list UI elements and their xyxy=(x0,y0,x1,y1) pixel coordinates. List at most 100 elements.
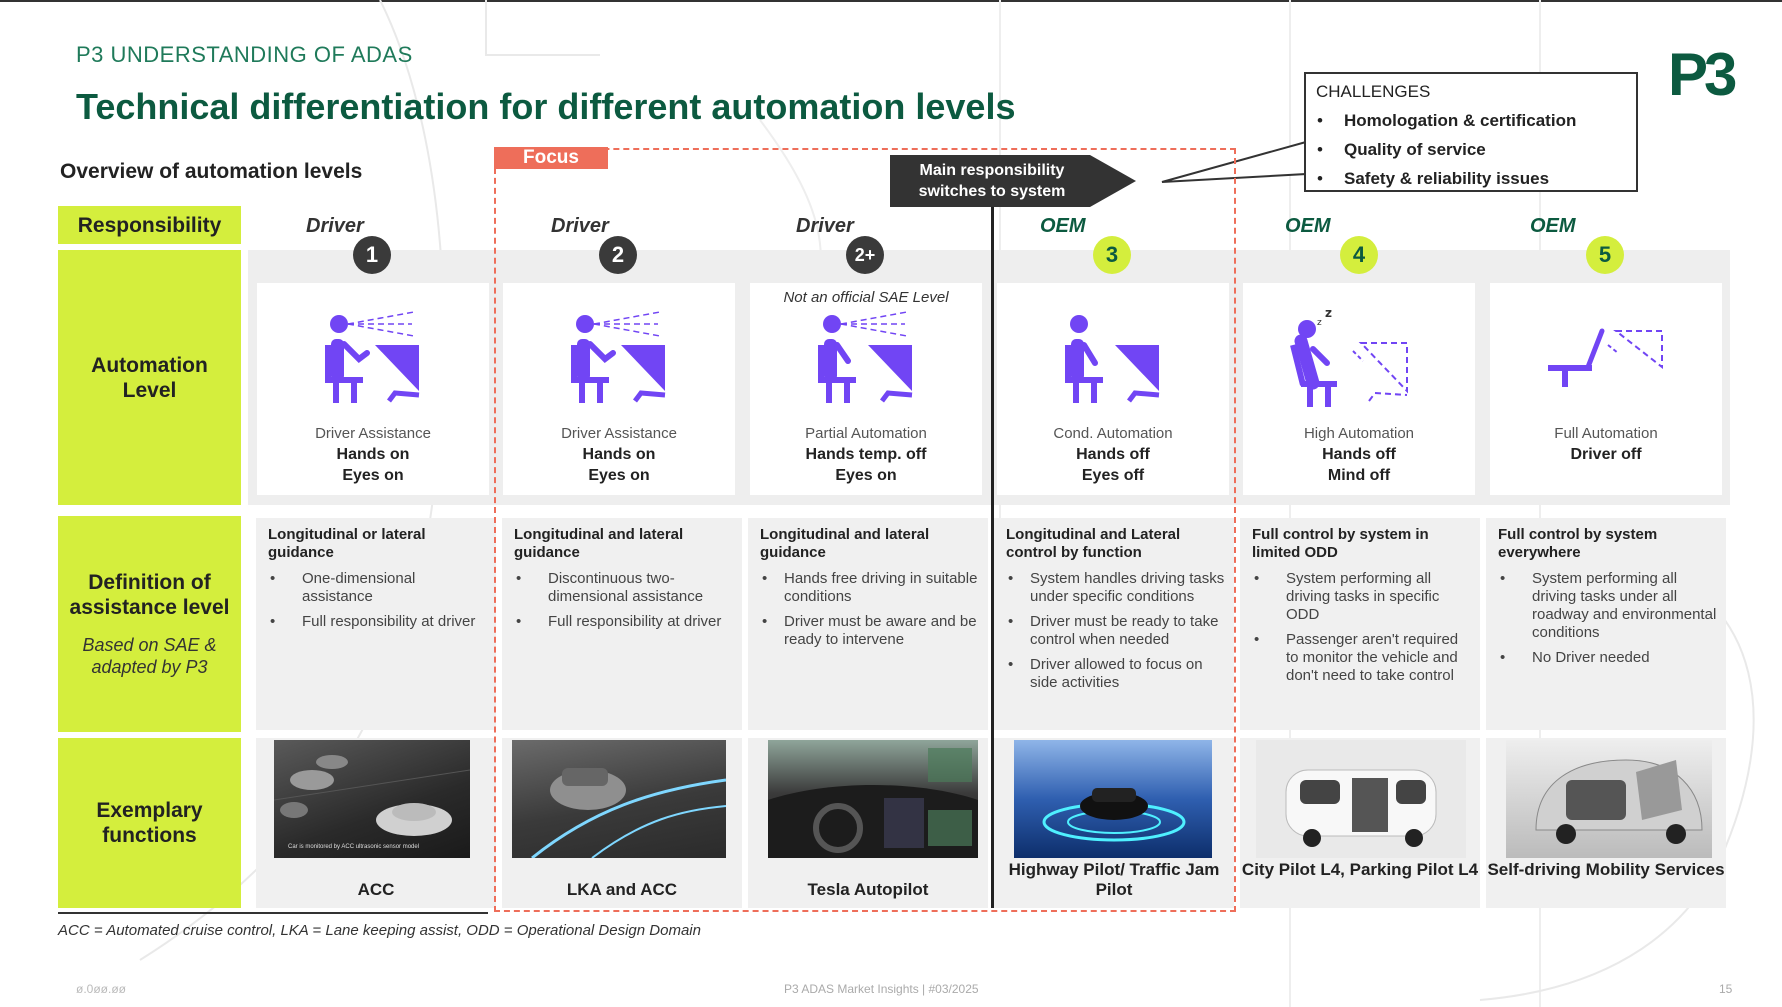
level-title: Partial Automation xyxy=(805,425,927,442)
top-border xyxy=(0,0,1782,2)
level-card: z z High Automation Hands off Mind off xyxy=(1243,283,1475,495)
definition-item: Driver must be ready to take control whe… xyxy=(1006,613,1226,649)
level-card: Cond. Automation Hands off Eyes off xyxy=(997,283,1229,495)
level-note: Not an official SAE Level xyxy=(783,289,949,306)
example-label: Tesla Autopilot xyxy=(807,880,929,899)
level-card: Not an official SAE Level Partial Automa… xyxy=(750,283,982,495)
level-line2: Eyes on xyxy=(835,467,897,484)
definition-title: Longitudinal and lateral guidance xyxy=(514,526,684,561)
responsibility-oem: OEM xyxy=(1285,215,1331,237)
footnote: ACC = Automated cruise control, LKA = La… xyxy=(58,922,701,939)
level-title: Driver Assistance xyxy=(315,425,431,442)
definition-item: No Driver needed xyxy=(1498,649,1718,667)
definition-item: Full responsibility at driver xyxy=(514,613,734,631)
definition-item: System handles driving tasks under speci… xyxy=(1006,570,1226,606)
responsibility-switch-line xyxy=(991,207,994,908)
definition-list: System handles driving tasks under speci… xyxy=(1006,570,1226,692)
definition-item: Passenger aren't required to monitor the… xyxy=(1252,631,1472,685)
overview-label: Overview of automation levels xyxy=(60,160,363,183)
definition-title: Longitudinal and Lateral control by func… xyxy=(1006,526,1181,561)
responsibility-oem: OEM xyxy=(1530,215,1576,237)
level-line1: Hands on xyxy=(582,446,656,463)
acc-photo: Car is monitored by ACC ultrasonic senso… xyxy=(274,740,470,858)
arrow-right-icon xyxy=(890,155,1136,207)
level-line1: Hands off xyxy=(1322,446,1396,463)
definition-title: Longitudinal and lateral guidance xyxy=(760,526,930,561)
challenge-item: Homologation & certification xyxy=(1306,106,1576,135)
example-cell: Highway Pilot/ Traffic Jam Pilot xyxy=(994,738,1234,908)
page-number: 15 xyxy=(1719,982,1733,996)
definition-item: System performing all driving tasks unde… xyxy=(1498,570,1718,642)
level-badge: 3 xyxy=(1093,236,1131,274)
example-cell: Self-driving Mobility Services xyxy=(1486,738,1726,908)
shuttle-image-icon xyxy=(1285,769,1437,847)
level-line1: Hands temp. off xyxy=(805,446,927,463)
footer-left: ø.0øø.øø xyxy=(76,982,126,996)
level-badge: 5 xyxy=(1586,236,1624,274)
responsibility-callout: Main responsibility switches to system xyxy=(890,155,1136,207)
challenges-title: CHALLENGES xyxy=(1316,82,1431,101)
row-label-definition: Definition of assistance level Based on … xyxy=(58,516,241,732)
level-line1: Hands off xyxy=(1076,446,1150,463)
definition-list: Discontinuous two-dimensional assistance… xyxy=(514,570,734,631)
level-badge: 2 xyxy=(599,236,637,274)
definition-item: Full responsibility at driver xyxy=(268,613,488,631)
definition-item: Driver allowed to focus on side activiti… xyxy=(1006,656,1226,692)
challenges-list: Homologation & certification Quality of … xyxy=(1306,106,1576,193)
definition-cell: Longitudinal and lateral guidance Hands … xyxy=(748,518,988,730)
level-badge: 4 xyxy=(1340,236,1378,274)
row-label-exemplary: Exemplary functions xyxy=(58,738,241,908)
definition-cell: Longitudinal and lateral guidance Discon… xyxy=(502,518,742,730)
example-cell: City Pilot L4, Parking Pilot L4 xyxy=(1240,738,1480,908)
level-line1: Driver off xyxy=(1570,446,1642,463)
example-label: City Pilot L4, Parking Pilot L4 xyxy=(1241,860,1479,879)
definition-item: One-dimensional assistance xyxy=(268,570,488,606)
example-cell: Car is monitored by ACC ultrasonic senso… xyxy=(256,738,496,908)
definition-item: Discontinuous two-dimensional assistance xyxy=(514,570,734,606)
level-card: Driver Assistance Hands on Eyes on xyxy=(503,283,735,495)
definition-cell: Full control by system everywhere System… xyxy=(1486,518,1726,730)
row-label-text: Exemplary functions xyxy=(96,799,203,847)
level-title: Driver Assistance xyxy=(561,425,677,442)
callout-text: Main responsibility switches to system xyxy=(890,155,1094,207)
empty-seat-icon xyxy=(1548,328,1663,387)
driver-eyes-on-icon xyxy=(325,311,420,403)
definition-list: One-dimensional assistance Full responsi… xyxy=(268,570,488,631)
level-badge: 1 xyxy=(353,236,391,274)
car-image-icon xyxy=(1042,788,1186,842)
level-line2: Mind off xyxy=(1327,467,1391,484)
photo-caption: Car is monitored by ACC ultrasonic senso… xyxy=(288,844,420,850)
focus-region xyxy=(494,148,1236,912)
definition-cell: Longitudinal and Lateral control by func… xyxy=(994,518,1234,730)
row-label-text: Responsibility xyxy=(77,213,222,237)
car-image-icon xyxy=(274,755,470,836)
level-title: High Automation xyxy=(1303,425,1415,442)
level-card: Driver Assistance Hands on Eyes on xyxy=(257,283,489,495)
example-cell: LKA and ACC xyxy=(502,738,742,908)
row-label-text: Automation Level xyxy=(91,353,208,402)
definition-item: System performing all driving tasks in s… xyxy=(1252,570,1472,624)
level-card: Full Automation Driver off xyxy=(1490,283,1722,495)
p3-logo: P3 xyxy=(1668,41,1737,108)
car-image-icon xyxy=(531,768,726,858)
svg-text:z: z xyxy=(1317,318,1322,328)
car-interior-icon xyxy=(768,748,978,858)
mobility-photo xyxy=(1506,740,1712,858)
city-pilot-photo xyxy=(1256,740,1466,858)
row-label-subtext: Based on SAE & adapted by P3 xyxy=(82,635,217,677)
row-label-text: Definition of assistance level xyxy=(69,571,230,619)
responsibility-oem: OEM xyxy=(1040,215,1086,237)
challenges-box: CHALLENGES Homologation & certification … xyxy=(1304,72,1638,193)
focus-tag: Focus xyxy=(494,147,608,169)
level-line2: Eyes on xyxy=(588,467,650,484)
shuttle-image-icon xyxy=(1535,759,1703,844)
page-title: Technical differentiation for different … xyxy=(76,86,1016,127)
definition-item: Hands free driving in suitable condition… xyxy=(760,570,980,606)
row-label-responsibility: Responsibility xyxy=(58,206,241,244)
level-title: Cond. Automation xyxy=(1053,425,1173,442)
definition-list: Hands free driving in suitable condition… xyxy=(760,570,980,649)
definition-title: Longitudinal or lateral guidance xyxy=(268,526,426,561)
level-line1: Hands on xyxy=(336,446,410,463)
example-label: Highway Pilot/ Traffic Jam Pilot xyxy=(1008,860,1220,899)
level-line2: Eyes on xyxy=(342,467,404,484)
